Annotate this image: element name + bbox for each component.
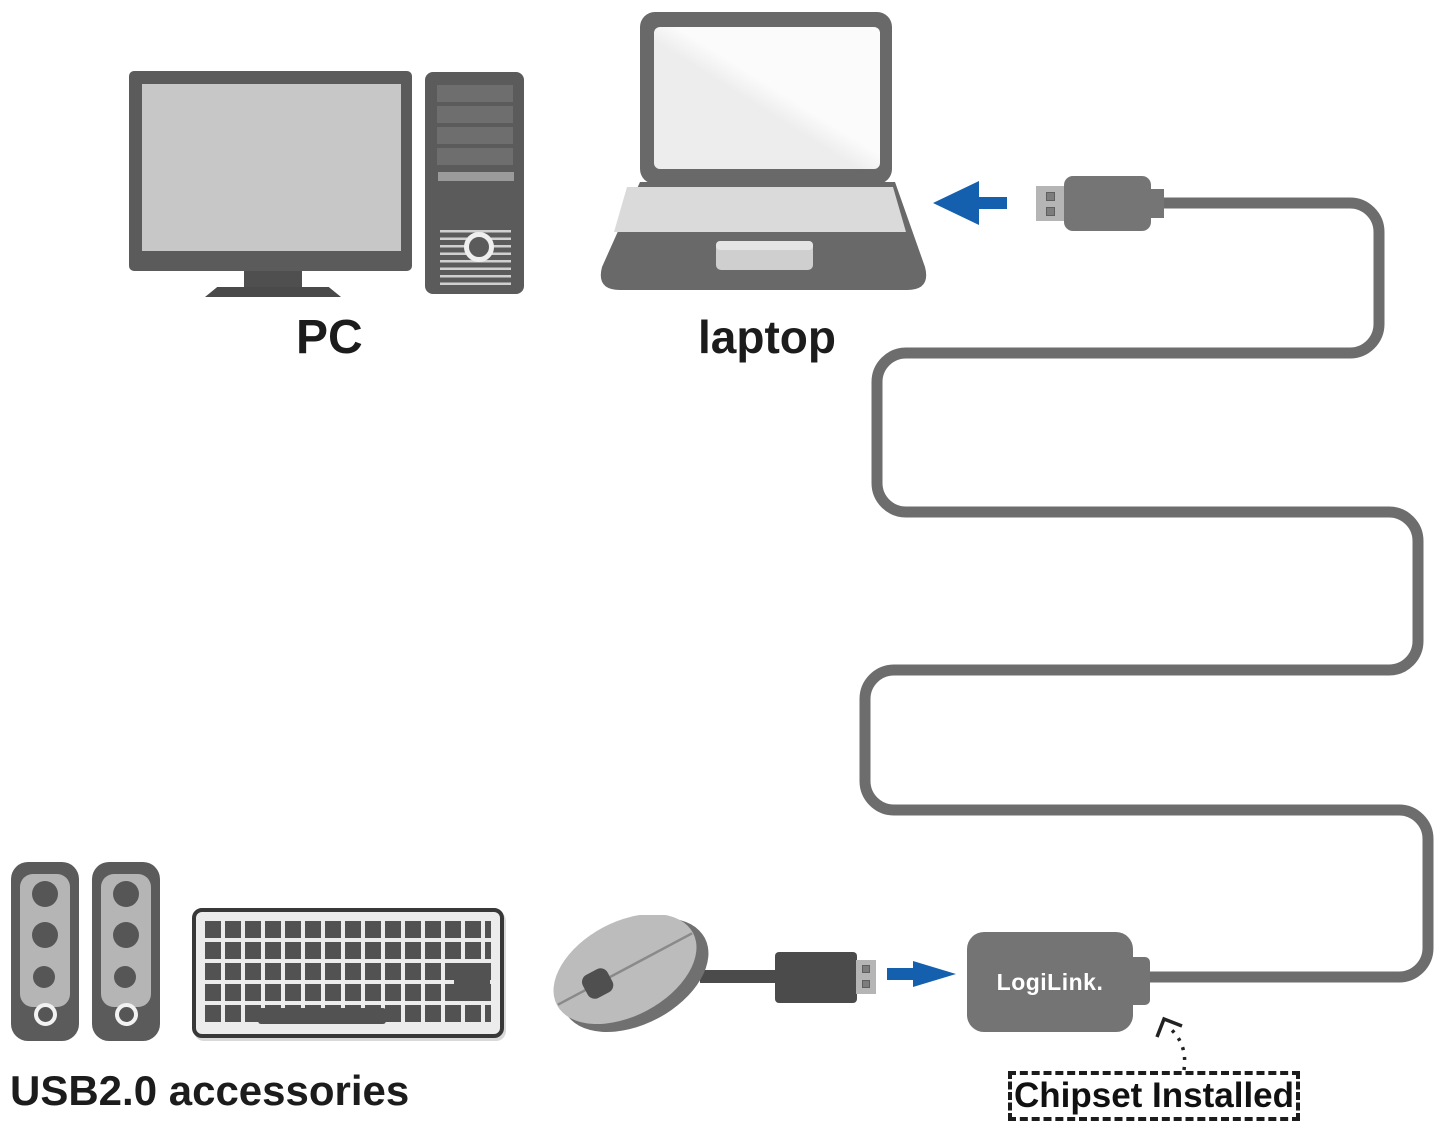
usb-plug-icon xyxy=(856,960,876,994)
brand-logo: LogiLink. xyxy=(996,968,1104,995)
usb-adapter-icon: LogiLink. xyxy=(967,932,1133,1032)
speaker-tweeter xyxy=(34,1003,57,1026)
usb-contact xyxy=(862,980,870,988)
keyboard-icon xyxy=(192,908,504,1038)
usb-contact xyxy=(1046,207,1055,216)
usb-contact xyxy=(862,965,870,973)
drive-bay xyxy=(437,106,513,123)
keyboard-keys xyxy=(205,921,491,1025)
mouse-cable xyxy=(700,970,780,983)
laptop-trackpad-edge xyxy=(716,241,813,250)
speaker-icon xyxy=(92,862,160,1041)
usb-plug-icon xyxy=(1036,186,1066,221)
laptop-screen xyxy=(654,27,880,169)
mouse-wheel xyxy=(581,968,614,999)
enter-key xyxy=(454,963,490,1001)
chipset-installed-badge: Chipset Installed xyxy=(1008,1071,1300,1121)
monitor-stand-base xyxy=(205,287,341,297)
laptop-label: laptop xyxy=(698,311,836,363)
speaker-icon xyxy=(11,862,79,1041)
usb-extension-cable-icon xyxy=(859,197,1434,983)
arrow-left-icon xyxy=(933,181,1007,225)
laptop-icon xyxy=(600,12,927,290)
pc-tower-icon xyxy=(425,72,524,294)
drive-bay xyxy=(437,85,513,102)
speaker-driver xyxy=(33,966,55,988)
speaker-driver xyxy=(32,881,58,907)
speaker-driver xyxy=(113,881,139,907)
laptop-keyboard-deck xyxy=(614,187,906,232)
drive-bay xyxy=(437,127,513,144)
monitor-stand-neck xyxy=(244,271,302,289)
speaker-tweeter xyxy=(115,1003,138,1026)
power-button-icon xyxy=(464,232,494,262)
pc-monitor-icon xyxy=(129,71,412,271)
accessories-label: USB2.0 accessories xyxy=(10,1067,410,1114)
pc-screen xyxy=(142,84,401,251)
dashed-pointer-icon xyxy=(1165,1024,1187,1071)
speaker-driver xyxy=(114,966,136,988)
usb-plug-body xyxy=(1064,176,1151,231)
speaker-driver xyxy=(32,922,58,948)
mouse-icon xyxy=(553,915,709,1032)
arrow-right-icon xyxy=(887,961,956,987)
speaker-driver xyxy=(113,922,139,948)
usb-plug-body xyxy=(775,952,857,1003)
usb-contact xyxy=(1046,192,1055,201)
dashed-pointer-head xyxy=(1155,1016,1183,1038)
tower-slot xyxy=(438,172,514,181)
spacebar-key xyxy=(258,1008,386,1024)
adapter-port xyxy=(1130,957,1150,1005)
usb-plug-neck xyxy=(1149,189,1164,218)
drive-bay xyxy=(437,148,513,165)
pc-label: PC xyxy=(296,311,363,364)
mouse-seam xyxy=(557,932,693,1006)
